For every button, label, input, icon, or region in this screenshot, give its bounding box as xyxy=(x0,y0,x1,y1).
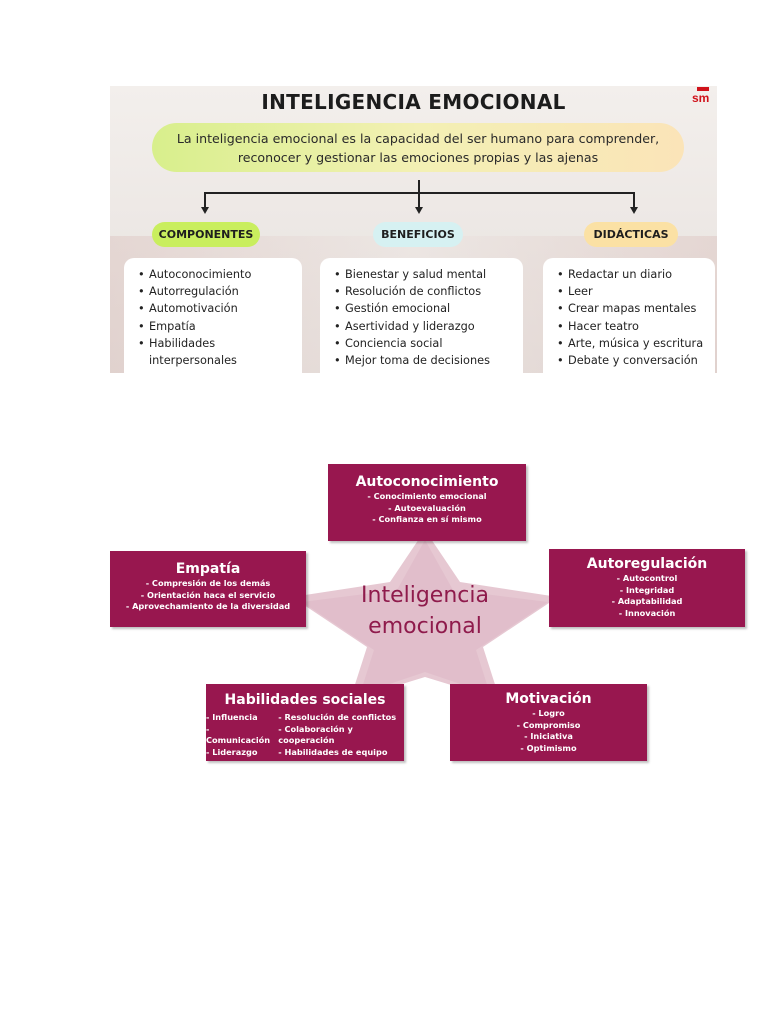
node-empatia: Empatía - Compresión de los demás - Orie… xyxy=(110,551,306,627)
node-title: Autoregulación xyxy=(586,556,708,572)
connector-right xyxy=(633,192,635,208)
list-item: Automotivación xyxy=(138,300,302,317)
node-item: - Autocontrol xyxy=(616,573,678,583)
list-item: Arte, música y escritura xyxy=(557,335,715,352)
star-shape xyxy=(292,530,558,700)
connector-horizontal xyxy=(204,192,634,194)
list-item: Conciencia social xyxy=(334,335,523,352)
node-title: Autoconocimiento xyxy=(355,474,499,490)
list-item: Empatía xyxy=(138,318,302,335)
node-item: - Optimismo xyxy=(520,742,577,753)
node-item-columns: - Influencia - Comunicación - Liderazgo … xyxy=(206,712,404,758)
node-title: Motivación xyxy=(505,691,592,707)
diagram-center-label: Inteligencia emocional xyxy=(325,580,525,642)
arrow-down-icon xyxy=(201,207,209,214)
node-item: - Iniciativa xyxy=(524,731,573,741)
node-item: - Resolución de conflictos xyxy=(278,712,397,722)
node-item: - Habilidades de equipo xyxy=(278,746,388,757)
pill-componentes: COMPONENTES xyxy=(152,222,260,247)
node-title: Habilidades sociales xyxy=(224,692,386,708)
node-item: - Conocimiento emocional xyxy=(367,491,487,501)
arrow-down-icon xyxy=(415,207,423,214)
center-line-1: Inteligencia xyxy=(361,583,489,608)
list-item: Bienestar y salud mental xyxy=(334,266,523,283)
node-item: - Compromiso xyxy=(516,719,581,730)
node-autoconocimiento: Autoconocimiento - Conocimiento emociona… xyxy=(328,464,526,541)
list-item: Autoconocimiento xyxy=(138,266,302,283)
node-motivacion: Motivación - Logro - Compromiso - Inicia… xyxy=(450,684,647,761)
node-item: - Influencia xyxy=(206,712,258,722)
connector-trunk xyxy=(418,180,420,210)
definition-banner: La inteligencia emocional es la capacida… xyxy=(152,123,684,172)
pill-didacticas: DIDÁCTICAS xyxy=(584,222,678,247)
definition-text: La inteligencia emocional es la capacida… xyxy=(176,130,660,165)
node-item: - Aprovechamiento de la diversidad xyxy=(125,601,291,611)
node-habilidades-sociales: Habilidades sociales - Influencia - Comu… xyxy=(206,684,404,761)
node-item: - Logro xyxy=(532,708,565,718)
node-title: Empatía xyxy=(175,561,241,577)
card-beneficios: Bienestar y salud mental Resolución de c… xyxy=(320,258,523,373)
infographic: INTELIGENCIA EMOCIONAL sm La inteligenci… xyxy=(110,86,717,373)
node-item: - Integridad xyxy=(619,584,675,595)
list-item: Crear mapas mentales xyxy=(557,300,715,317)
card-componentes: Autoconocimiento Autorregulación Automot… xyxy=(124,258,302,373)
star-polygon-outer xyxy=(302,540,548,694)
sm-logo: sm xyxy=(692,87,714,107)
node-item-column-right: - Resolución de conflictos - Colaboració… xyxy=(278,712,404,758)
list-item: Hacer teatro xyxy=(557,318,715,335)
list-item: Asertividad y liderazgo xyxy=(334,318,523,335)
list-item: Autorregulación xyxy=(138,283,302,300)
node-item: - Orientación haca el servicio xyxy=(140,589,276,600)
arrow-down-icon xyxy=(630,207,638,214)
infographic-title: INTELIGENCIA EMOCIONAL xyxy=(261,90,566,114)
node-item: - Autoevaluación xyxy=(388,502,466,513)
list-item: Debate y conversación xyxy=(557,352,715,369)
node-item: - Liderazgo xyxy=(206,746,258,757)
node-item-column-left: - Influencia - Comunicación - Liderazgo xyxy=(206,712,272,758)
list-item: Mejor toma de decisiones xyxy=(334,352,523,369)
list-item: Leer xyxy=(557,283,715,300)
node-item: - Comunicación xyxy=(206,723,271,746)
card-didacticas: Redactar un diario Leer Crear mapas ment… xyxy=(543,258,715,373)
node-item: - Adaptabilidad xyxy=(611,596,683,606)
list-item: Resolución de conflictos xyxy=(334,283,523,300)
node-autorregulacion: Autoregulación - Autocontrol - Integrida… xyxy=(549,549,745,627)
list-item: Habilidades interpersonales xyxy=(138,335,259,369)
pill-beneficios: BENEFICIOS xyxy=(373,222,463,247)
brand-text: sm xyxy=(692,91,710,105)
list-item: Gestión emocional xyxy=(334,300,523,317)
list-item: Redactar un diario xyxy=(557,266,715,283)
node-item: - Compresión de los demás xyxy=(145,578,271,588)
connector-left xyxy=(204,192,206,208)
center-line-2: emocional xyxy=(368,614,482,639)
emotional-intelligence-diagram: Inteligencia emocional Autoconocimiento … xyxy=(108,462,748,764)
node-item: - Colaboración y cooperación xyxy=(278,723,353,746)
node-item: - Confianza en sí mismo xyxy=(372,514,482,524)
node-item: - Innovación xyxy=(618,607,676,618)
